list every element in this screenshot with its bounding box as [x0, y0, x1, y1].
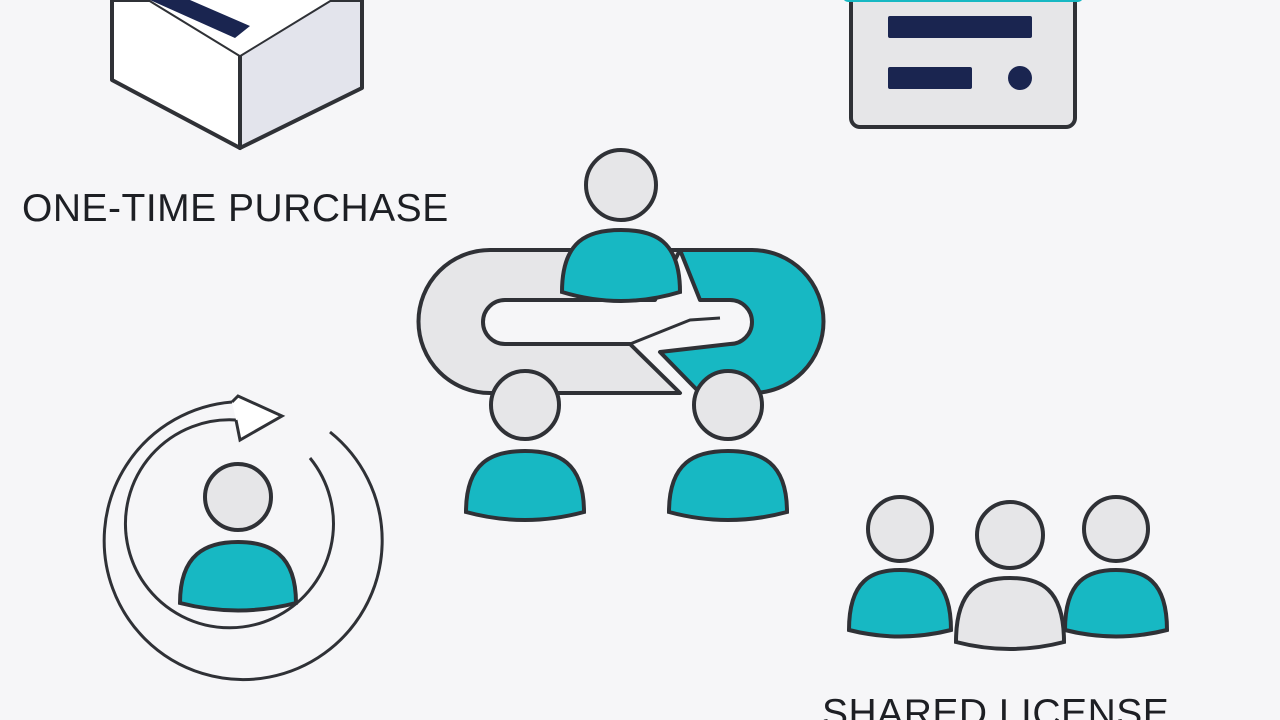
box-icon: [110, 0, 364, 150]
user-icon: [559, 148, 683, 303]
user-group-icon: [846, 495, 1170, 651]
shared-license-label: SHARED LICENSE: [822, 692, 1170, 720]
user-icon: [177, 462, 299, 613]
cycle-arrow-icon: [102, 394, 384, 682]
user-icon: [666, 369, 790, 522]
user-icon: [1062, 495, 1170, 639]
license-card-icon: [844, 0, 1082, 129]
user-icon: [463, 369, 587, 522]
one-time-purchase-label: ONE-TIME PURCHASE: [22, 187, 449, 230]
user-icon: [846, 495, 954, 639]
user-icon: [953, 500, 1067, 651]
